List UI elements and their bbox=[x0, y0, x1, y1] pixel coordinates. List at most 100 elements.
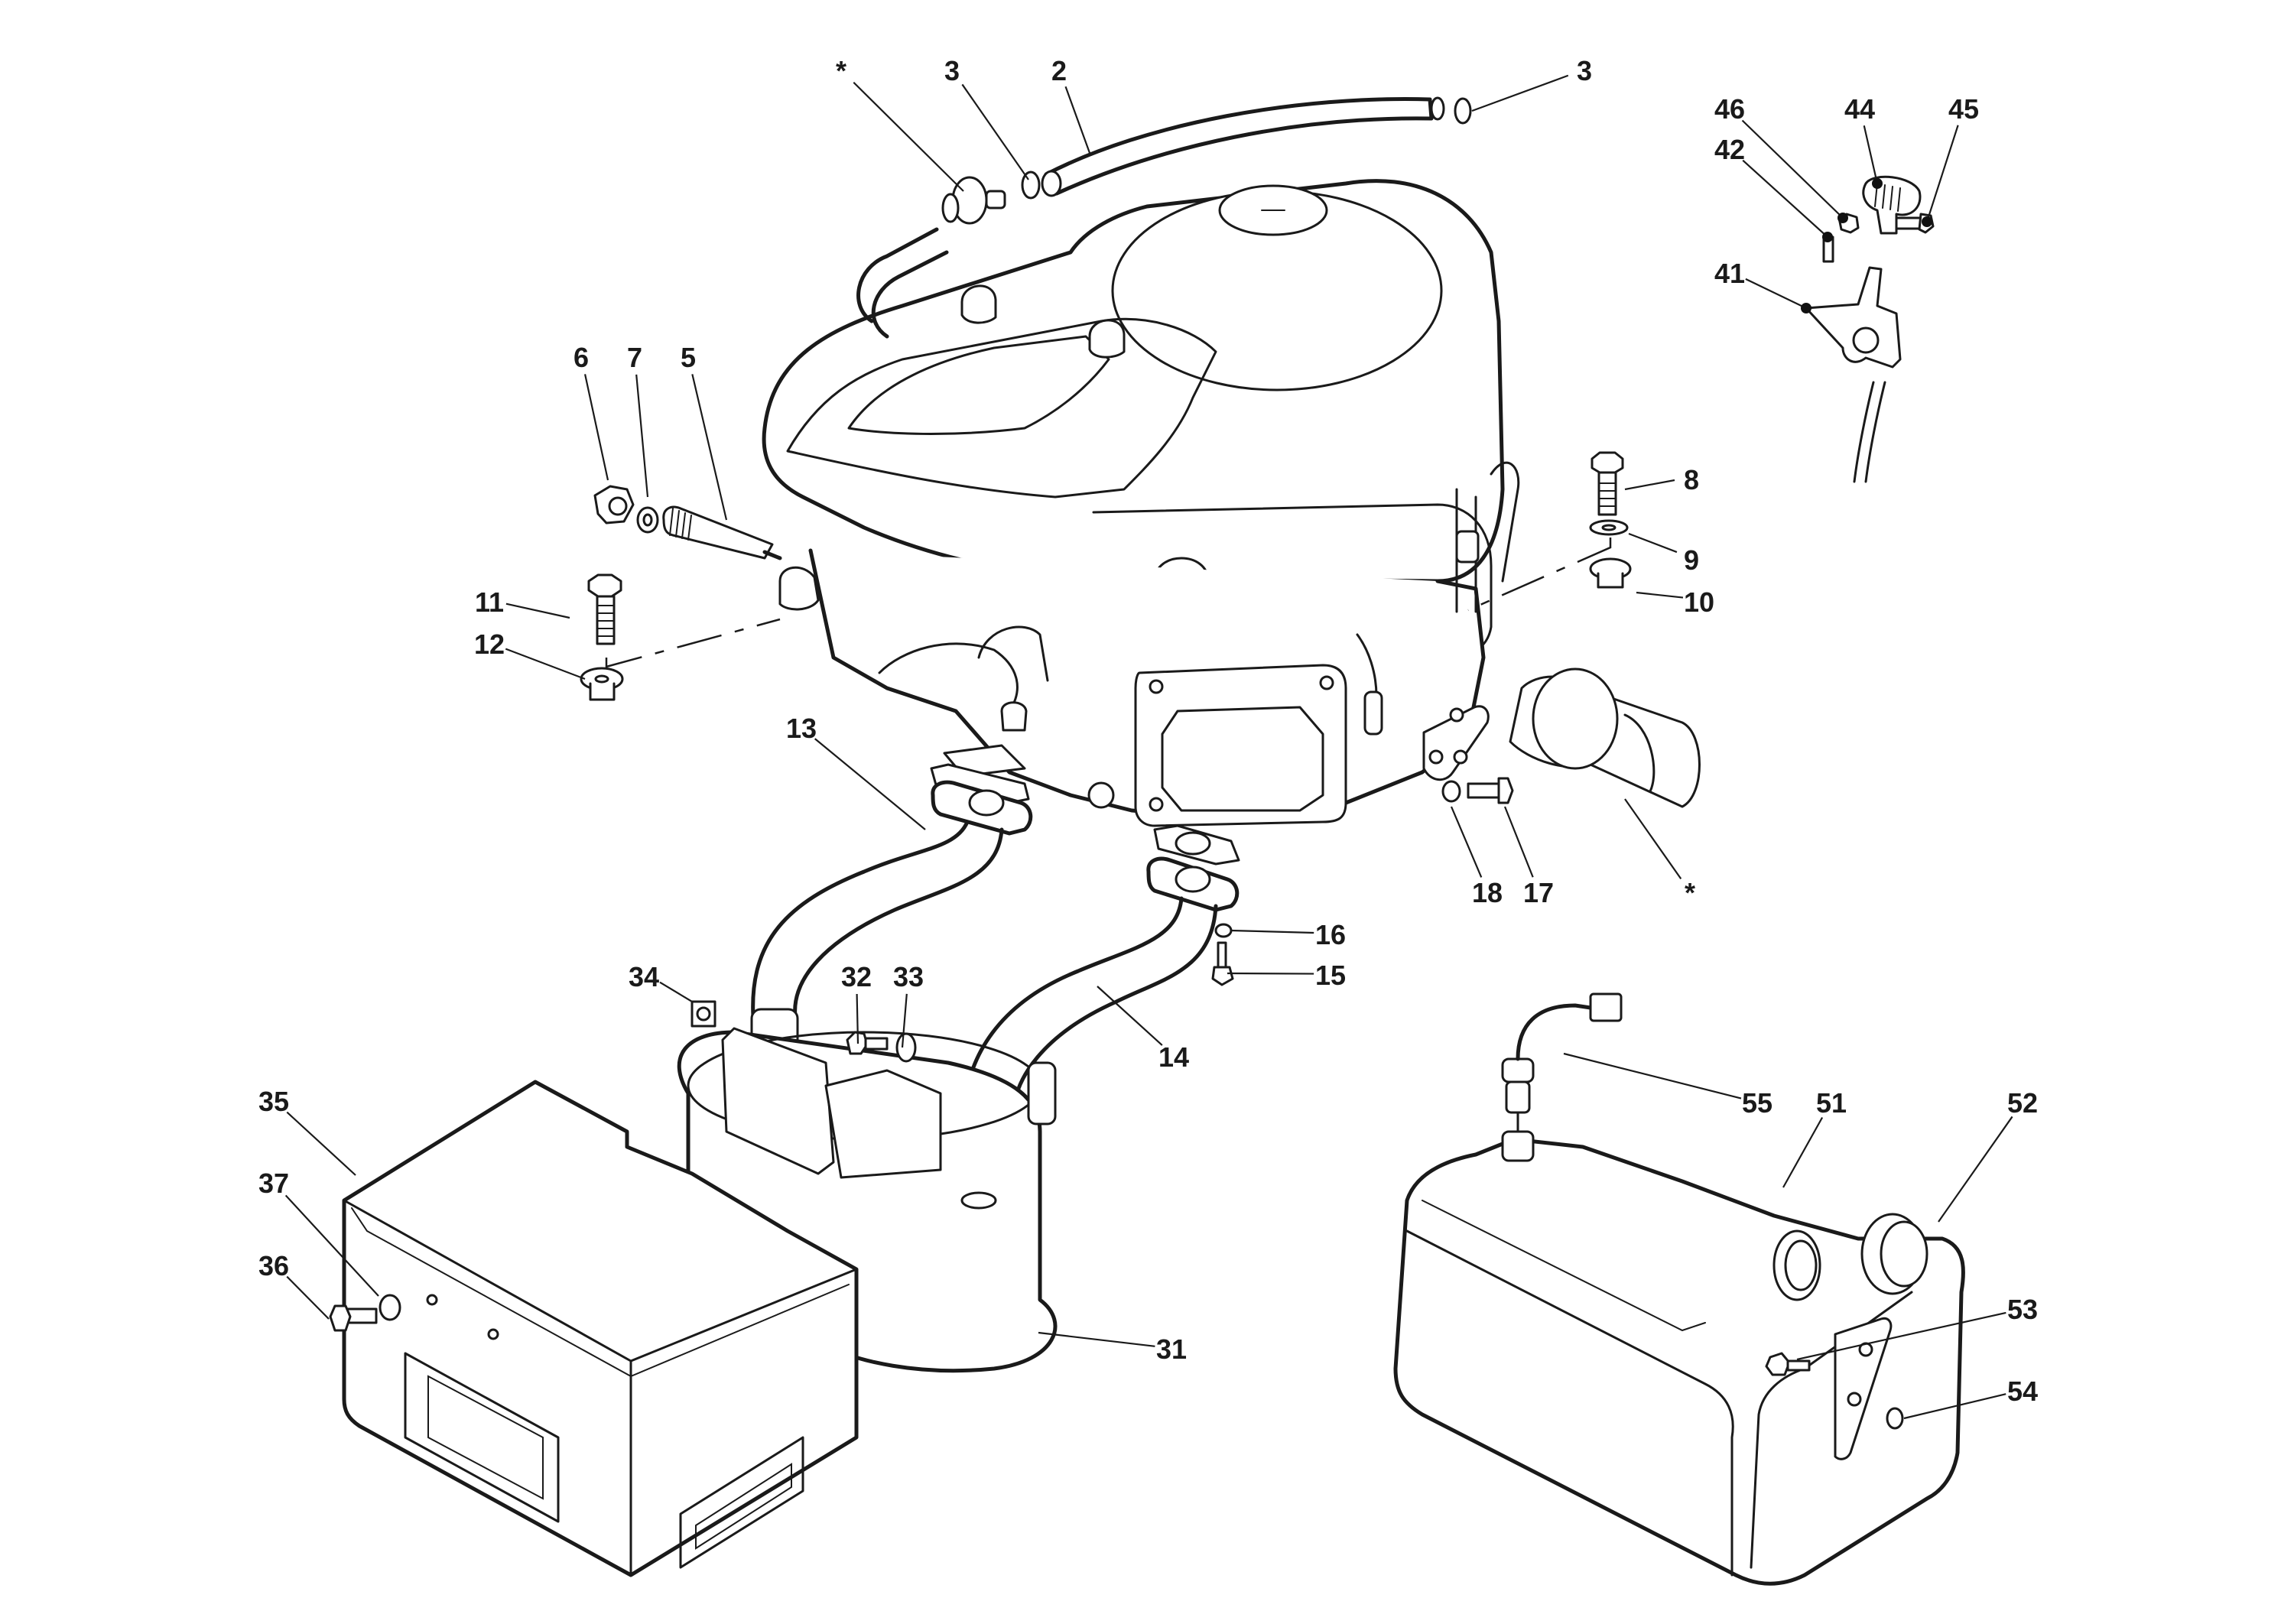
leader-line bbox=[961, 83, 1029, 180]
leader-line bbox=[1064, 86, 1091, 154]
callout-label: 6 bbox=[574, 342, 589, 373]
callout-fuel-hose: 2 bbox=[1051, 55, 1091, 154]
callout-label: 7 bbox=[627, 342, 642, 373]
callout-label: 42 bbox=[1714, 134, 1745, 165]
leader-line bbox=[814, 738, 926, 830]
callout-fuel-filter-inline: * bbox=[836, 55, 964, 192]
callout-bolt: 53 bbox=[1796, 1294, 2038, 1361]
callout-nut: 6 bbox=[574, 342, 609, 481]
leader-line bbox=[1925, 125, 1959, 222]
callout-label: 16 bbox=[1315, 919, 1346, 950]
engine-assembly bbox=[762, 179, 1520, 827]
leader-line bbox=[1503, 806, 1534, 878]
leader-line bbox=[583, 374, 609, 481]
leader-line bbox=[1563, 1052, 1742, 1099]
callout-muffler: 31 bbox=[1038, 1331, 1187, 1365]
callout-washer: 7 bbox=[627, 342, 649, 498]
callout-label: 55 bbox=[1742, 1087, 1772, 1119]
callout-label: 45 bbox=[1948, 93, 1979, 125]
callout-hose-clamp: 3 bbox=[944, 55, 1029, 180]
callout-label: * bbox=[1685, 877, 1695, 908]
leader-line bbox=[1741, 119, 1844, 219]
callout-label: 12 bbox=[474, 628, 505, 660]
leader-line bbox=[1938, 1116, 2013, 1223]
leader-line bbox=[856, 993, 859, 1044]
leader-line bbox=[286, 1275, 330, 1320]
leader-line bbox=[284, 1194, 379, 1297]
callout-label: 3 bbox=[1577, 55, 1592, 86]
callout-cable-clamp-block: 44 bbox=[1844, 93, 1883, 189]
leader-line bbox=[1745, 278, 1807, 309]
callout-label: 51 bbox=[1816, 1087, 1847, 1119]
callout-screw: 42 bbox=[1714, 134, 1833, 242]
leader-line bbox=[1227, 972, 1314, 975]
callout-label: 35 bbox=[258, 1086, 289, 1117]
leader-dot bbox=[1872, 178, 1883, 189]
leader-line bbox=[1903, 1393, 2006, 1420]
leader-line bbox=[901, 993, 908, 1048]
leader-line bbox=[1624, 798, 1682, 880]
callout-stud: 5 bbox=[681, 342, 728, 521]
callout-label: 37 bbox=[258, 1168, 289, 1199]
callout-fuel-level-sender: 55 bbox=[1563, 1052, 1772, 1119]
callout-bolt: 11 bbox=[475, 586, 570, 619]
callout-label: 8 bbox=[1684, 464, 1699, 495]
leader-line bbox=[853, 81, 964, 192]
callout-label: 10 bbox=[1684, 586, 1714, 618]
callout-label: 14 bbox=[1158, 1041, 1189, 1073]
callout-label: 18 bbox=[1472, 877, 1503, 908]
callout-label: 46 bbox=[1714, 93, 1745, 125]
mounting-hardware-left bbox=[580, 485, 782, 701]
callout-oil-filter: * bbox=[1624, 798, 1695, 908]
callout-throttle-bracket: 41 bbox=[1714, 258, 1811, 313]
muffler-guard bbox=[329, 1080, 859, 1577]
callout-label: 17 bbox=[1523, 877, 1554, 908]
callout-label: 3 bbox=[944, 55, 960, 86]
leader-line bbox=[1863, 125, 1879, 184]
leader-line bbox=[505, 603, 570, 619]
leader-dot bbox=[1922, 216, 1932, 227]
callout-washer: 16 bbox=[1230, 919, 1346, 950]
callout-label: 15 bbox=[1315, 960, 1346, 991]
leader-line bbox=[635, 374, 649, 498]
leader-dot bbox=[1801, 303, 1811, 313]
throttle-control-assembly bbox=[1805, 175, 1935, 483]
leader-line bbox=[1636, 591, 1684, 599]
oil-filter-assembly bbox=[1422, 667, 1701, 808]
callout-serrated-washer: 33 bbox=[893, 961, 924, 1048]
callout-cage-nut: 34 bbox=[629, 961, 693, 1002]
callout-label: 41 bbox=[1714, 258, 1745, 289]
callout-label: 31 bbox=[1156, 1333, 1187, 1365]
callout-label: 34 bbox=[629, 961, 659, 992]
callout-label: 33 bbox=[893, 961, 924, 992]
fuel-tank-assembly bbox=[1393, 992, 1965, 1586]
leader-line bbox=[1782, 1116, 1824, 1188]
callout-fuel-cap: 52 bbox=[1938, 1087, 2038, 1223]
callout-label: 54 bbox=[2007, 1376, 2038, 1407]
leader-line bbox=[1796, 1311, 2006, 1361]
callout-flange-nut: 12 bbox=[474, 628, 586, 680]
callout-bolt: 32 bbox=[841, 961, 872, 1044]
callout-washer: 37 bbox=[258, 1168, 379, 1297]
callout-label: 9 bbox=[1684, 544, 1699, 576]
callout-label: 44 bbox=[1844, 93, 1875, 125]
leader-dot bbox=[1837, 213, 1848, 223]
callout-label: 5 bbox=[681, 342, 696, 373]
callout-nut-insert: 54 bbox=[1903, 1376, 2038, 1420]
leader-line bbox=[1230, 929, 1314, 934]
callout-flange-nut: 10 bbox=[1636, 586, 1714, 618]
mounting-hardware-right bbox=[1467, 451, 1632, 612]
leader-dot bbox=[1822, 232, 1833, 242]
leader-line bbox=[1624, 479, 1675, 491]
leader-line bbox=[691, 374, 728, 521]
callout-label: 53 bbox=[2007, 1294, 2038, 1325]
callout-serrated-washer: 9 bbox=[1628, 532, 1699, 576]
callout-screw: 15 bbox=[1227, 960, 1346, 991]
callout-label: 52 bbox=[2007, 1087, 2038, 1119]
callout-label: 11 bbox=[475, 586, 504, 618]
leader-line bbox=[1038, 1331, 1155, 1347]
callout-label: 32 bbox=[841, 961, 872, 992]
callout-bolt: 36 bbox=[258, 1250, 330, 1320]
